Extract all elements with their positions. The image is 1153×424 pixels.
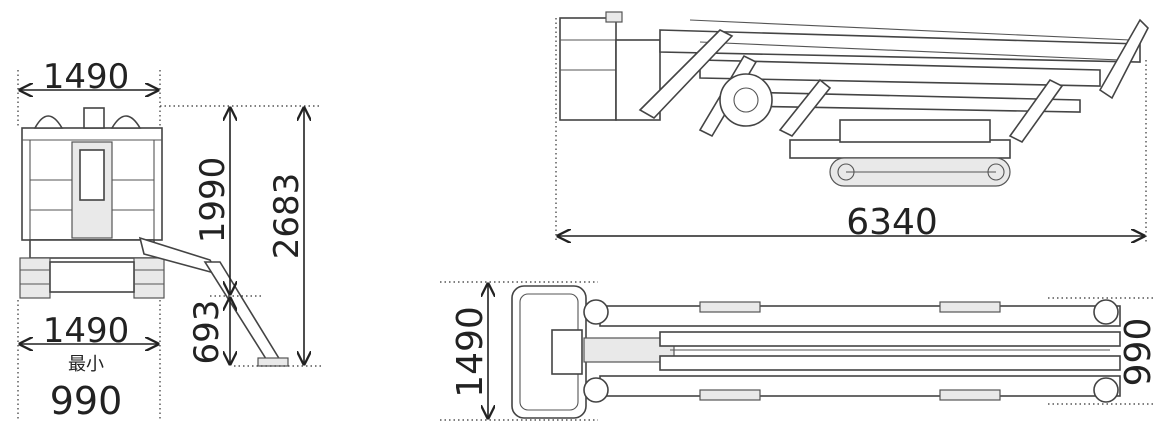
top-width-label: 1490 [450,306,491,398]
side-length-label: 6340 [846,202,938,243]
top-view-machine [511,285,1121,419]
side-view-machine [559,11,1149,187]
min-width-label: 990 [50,379,123,423]
outrigger-height-label: 693 [187,300,227,365]
front-width-top-label: 1490 [43,57,130,97]
min-label: 最小 [68,354,104,375]
front-view-machine [19,107,289,367]
total-height-label: 2683 [267,173,307,260]
platform-height-label: 1990 [193,157,233,244]
front-width-bottom-label: 1490 [43,311,130,351]
top-min-width-label: 990 [1118,318,1153,387]
